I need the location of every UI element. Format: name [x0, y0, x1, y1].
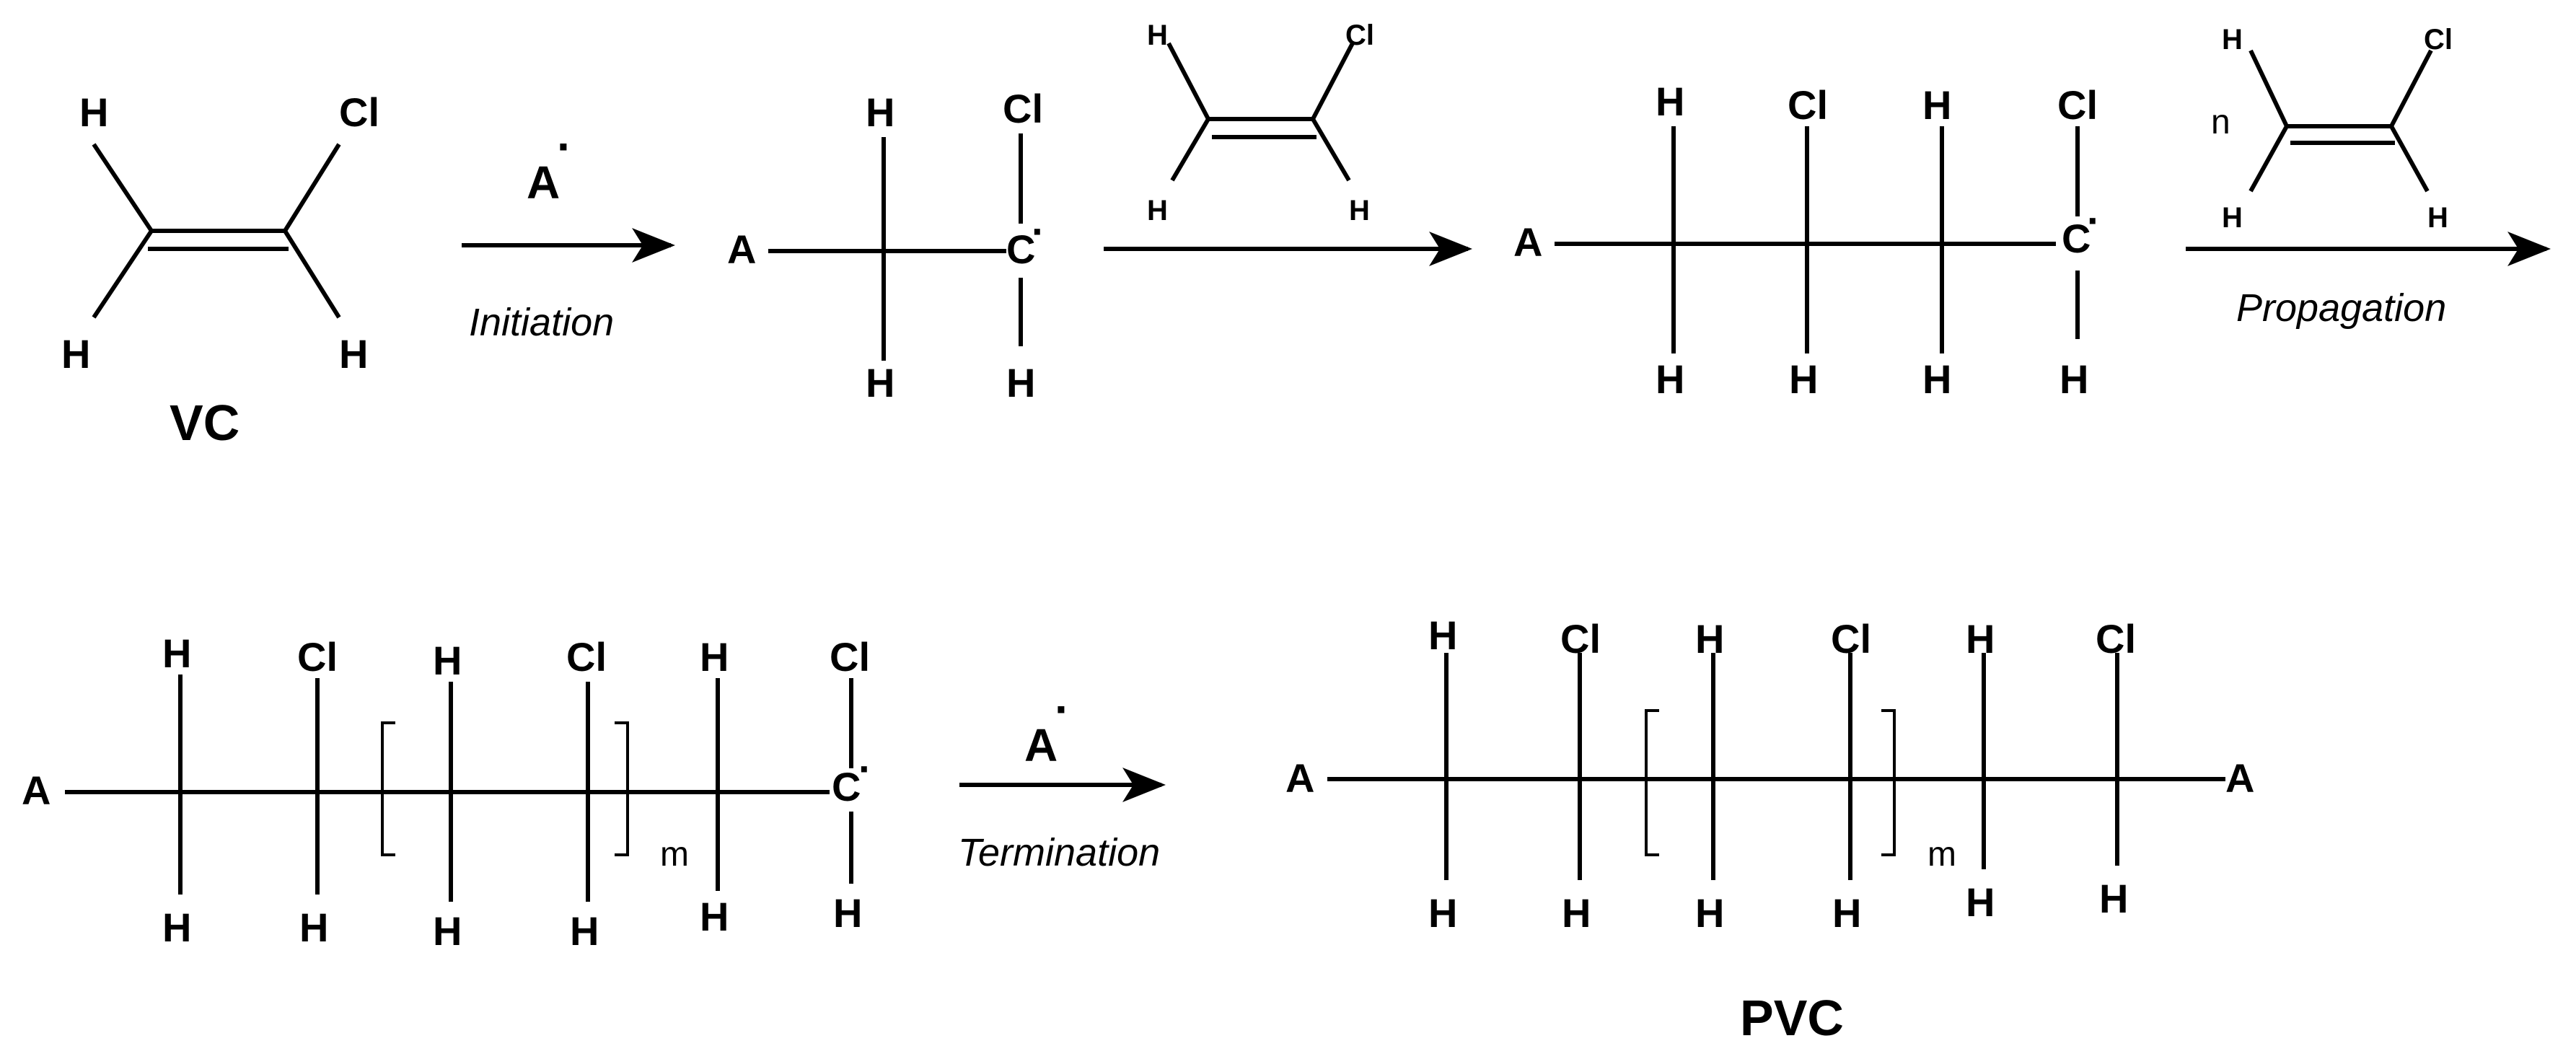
atom-h: H	[570, 908, 599, 954]
atom-h: H	[79, 89, 108, 135]
atom-h: H	[1922, 356, 1951, 402]
vinyl-chloride-monomer: H Cl H H VC	[61, 89, 379, 451]
atom-h: H	[1789, 356, 1818, 402]
atom-h: H	[2427, 202, 2448, 234]
atom-h: H	[1147, 19, 1168, 51]
atom-cl: Cl	[566, 634, 607, 680]
atom-h: H	[1428, 612, 1457, 658]
atom-h: H	[1349, 195, 1370, 227]
pvc-polymer: A A m H Cl H Cl H Cl H H H H H H PVC	[1285, 612, 2254, 1046]
atom-h: H	[833, 890, 862, 936]
end-group-a: A	[727, 227, 756, 272]
vc-label: VC	[170, 395, 239, 451]
atom-h: H	[162, 905, 191, 950]
terminator-reagent: A	[1024, 719, 1058, 771]
atom-h: H	[1922, 82, 1951, 128]
atom-h: H	[299, 905, 328, 950]
atom-h: H	[700, 894, 729, 939]
atom-cl: Cl	[1831, 616, 1871, 662]
atom-h: H	[1147, 195, 1168, 227]
atom-h: H	[1562, 890, 1591, 936]
atom-h: H	[2099, 876, 2128, 921]
n-monomers: n H Cl H H	[2211, 24, 2453, 234]
termination-arrow: A · Termination	[958, 683, 1166, 874]
atom-h: H	[61, 331, 90, 377]
initiated-radical: A H Cl H H C ·	[727, 86, 1045, 405]
atom-h: H	[1832, 890, 1861, 936]
atom-h: H	[2222, 24, 2243, 56]
atom-cl: Cl	[1003, 86, 1043, 131]
atom-h: H	[162, 630, 191, 676]
repeat-index: m	[1927, 835, 1956, 874]
radical-carbon: C	[2062, 216, 2091, 261]
atom-h: H	[700, 634, 729, 680]
atom-h: H	[1966, 879, 1995, 925]
end-group-a: A	[1285, 755, 1314, 801]
radical-carbon: C	[1006, 227, 1035, 272]
radical-carbon: C	[832, 764, 861, 809]
growing-chain-radical: A m H Cl H Cl H Cl H H H H H H C ·	[22, 630, 872, 954]
propagation-label: Propagation	[2236, 286, 2446, 330]
atom-cl: Cl	[830, 634, 870, 680]
atom-h: H	[1428, 890, 1457, 936]
atom-h: H	[433, 638, 462, 683]
atom-h: H	[1695, 616, 1724, 662]
dimer-radical: A H Cl H Cl H H H H C ·	[1513, 79, 2101, 402]
monomer-count: n	[2211, 103, 2230, 141]
atom-cl: Cl	[1345, 19, 1374, 51]
initiation-arrow: A · Initiation	[462, 120, 675, 344]
atom-cl: Cl	[2057, 82, 2098, 128]
atom-cl: Cl	[2096, 616, 2136, 662]
propagation-arrow: Propagation	[2186, 232, 2551, 330]
repeat-index: m	[660, 835, 689, 874]
atom-h: H	[866, 89, 894, 135]
atom-h: H	[2060, 356, 2088, 402]
atom-h: H	[433, 908, 462, 954]
atom-h: H	[2222, 202, 2243, 234]
atom-h: H	[1695, 890, 1724, 936]
end-group-a: A	[2225, 755, 2254, 801]
pvc-label: PVC	[1740, 990, 1844, 1046]
radical-dot: ·	[858, 746, 872, 791]
initiation-label: Initiation	[469, 301, 614, 344]
radical-dot: ·	[2087, 198, 2101, 243]
monomer-over-arrow: H Cl H H	[1147, 19, 1374, 227]
termination-label: Termination	[958, 831, 1160, 874]
atom-cl: Cl	[297, 634, 338, 680]
atom-h: H	[339, 331, 368, 377]
atom-h: H	[1656, 79, 1684, 124]
atom-cl: Cl	[1788, 82, 1828, 128]
end-group-a: A	[22, 768, 50, 813]
radical-dot: ·	[1032, 208, 1045, 254]
radical-dot: ·	[557, 120, 572, 172]
atom-h: H	[1656, 356, 1684, 402]
atom-h: H	[1966, 616, 1995, 662]
end-group-a: A	[1513, 219, 1542, 265]
atom-h: H	[1006, 360, 1035, 405]
atom-cl: Cl	[1560, 616, 1601, 662]
atom-cl: Cl	[339, 89, 379, 135]
atom-cl: Cl	[2424, 24, 2453, 56]
initiator-reagent: A	[527, 157, 560, 208]
radical-dot: ·	[1055, 683, 1070, 735]
atom-h: H	[866, 360, 894, 405]
